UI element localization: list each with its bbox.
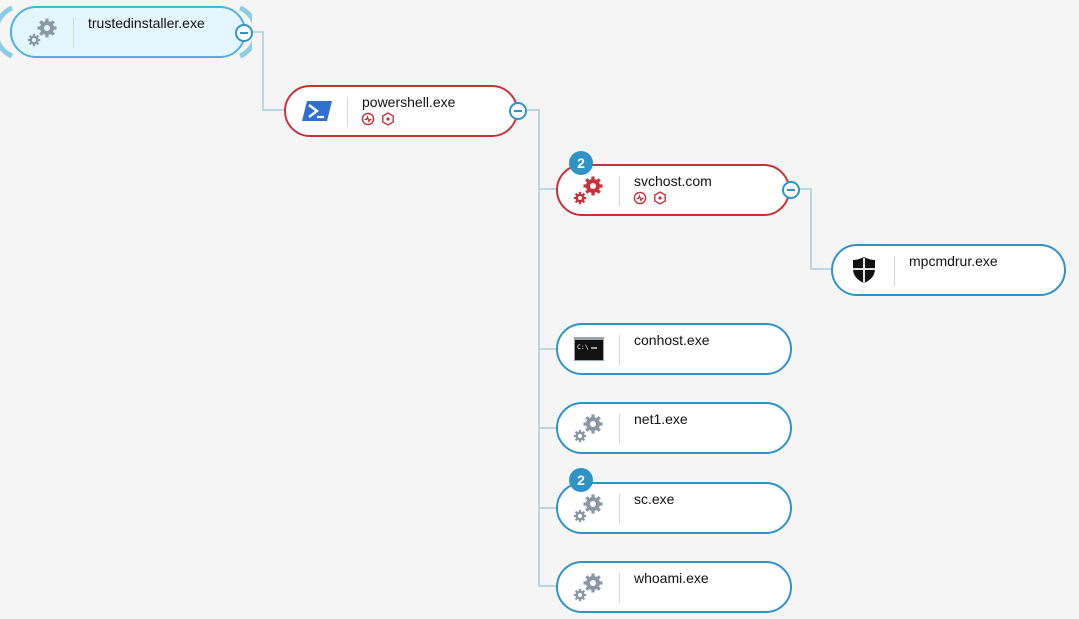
gears-icon	[572, 413, 606, 443]
indicator-badges	[361, 112, 395, 126]
node-divider	[619, 176, 620, 206]
process-name: svchost.com	[634, 173, 712, 189]
node-divider	[347, 97, 348, 127]
gears-icon	[572, 493, 606, 523]
node-divider	[619, 335, 620, 365]
red-gears-icon	[572, 175, 606, 205]
process-node-svchost[interactable]: svchost.com	[556, 164, 790, 216]
console-window-icon: C:\	[572, 334, 606, 364]
process-node-mpcmdrun[interactable]: mpcmdrur.exe	[831, 244, 1066, 296]
process-name: powershell.exe	[362, 94, 456, 110]
collapse-toggle[interactable]	[782, 181, 800, 199]
process-node-conhost[interactable]: C:\ conhost.exe	[556, 323, 792, 375]
indicator-badges	[633, 191, 667, 205]
selection-highlight	[0, 5, 252, 59]
process-name: trustedinstaller.exe	[88, 15, 205, 31]
process-node-trustedinstaller[interactable]: trustedinstaller.exe	[10, 6, 246, 58]
svg-text:C:\: C:\	[577, 343, 589, 351]
instance-count-badge: 2	[569, 151, 593, 175]
hexagon-alert-icon[interactable]	[381, 112, 395, 126]
gears-icon	[26, 17, 60, 47]
node-divider	[619, 414, 620, 444]
collapse-toggle[interactable]	[509, 102, 527, 120]
process-name: net1.exe	[634, 411, 688, 427]
process-name: mpcmdrur.exe	[909, 253, 998, 269]
process-name: whoami.exe	[634, 570, 709, 586]
process-node-powershell[interactable]: powershell.exe	[284, 85, 518, 137]
collapse-toggle[interactable]	[235, 24, 253, 42]
powershell-icon	[300, 96, 334, 126]
hexagon-alert-icon[interactable]	[653, 191, 667, 205]
gears-icon	[572, 572, 606, 602]
windows-defender-shield-icon	[847, 255, 881, 285]
instance-count-badge: 2	[569, 468, 593, 492]
node-divider	[619, 494, 620, 524]
process-node-whoami[interactable]: whoami.exe	[556, 561, 792, 613]
activity-icon[interactable]	[633, 191, 647, 205]
process-node-net1[interactable]: net1.exe	[556, 402, 792, 454]
process-name: conhost.exe	[634, 332, 710, 348]
node-divider	[894, 256, 895, 286]
process-name: sc.exe	[634, 491, 675, 507]
node-divider	[619, 573, 620, 603]
node-divider	[73, 18, 74, 48]
process-node-sc[interactable]: sc.exe	[556, 482, 792, 534]
activity-icon[interactable]	[361, 112, 375, 126]
